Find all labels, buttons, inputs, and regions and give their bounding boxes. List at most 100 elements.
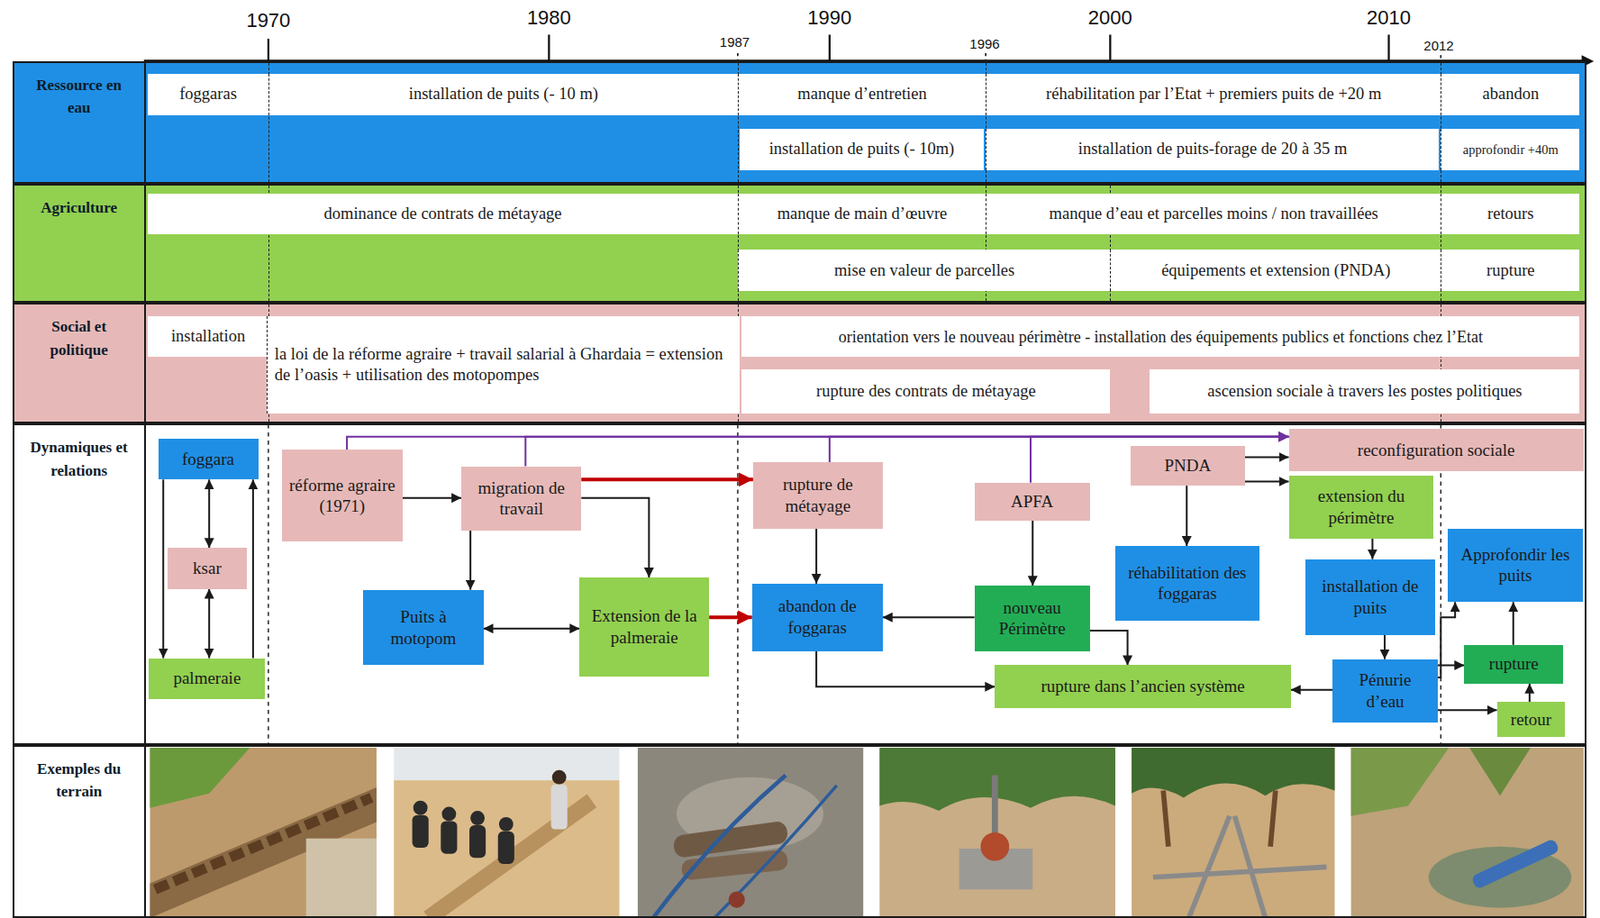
- field-photo: [393, 747, 619, 781]
- field-photo: [1270, 790, 1276, 846]
- connector-arrow: [1383, 635, 1386, 660]
- node-label: mise en valeur de parcelles: [834, 260, 1015, 282]
- node-label: nouveau Périmètre: [981, 597, 1083, 641]
- field-photo: [728, 891, 746, 909]
- node-label: installation: [171, 326, 246, 347]
- field-photo: [441, 807, 456, 822]
- row-header-cell: Agriculture: [14, 185, 146, 302]
- relation-box: Approfondir les puits: [1447, 528, 1583, 603]
- relation-box: retour: [1497, 701, 1566, 737]
- period-divider: [1440, 424, 1442, 746]
- connector-arrow: [581, 477, 754, 482]
- node-label: ksar: [192, 557, 222, 580]
- relation-box: palmeraie: [148, 658, 265, 700]
- node-label: manque d’eau et parcelles moins / non tr…: [1049, 203, 1379, 225]
- connector-arrow: [1512, 601, 1515, 646]
- node-label: reconfiguration sociale: [1357, 439, 1516, 462]
- time-axis: [267, 38, 270, 62]
- node-label: rupture de métayage: [760, 473, 876, 518]
- relation-box: abandon de foggaras: [752, 583, 883, 652]
- connector-arrow: [882, 616, 975, 619]
- relation-box: migration de travail: [461, 466, 582, 531]
- connector-arrow: [709, 615, 753, 619]
- node-label: retour: [1510, 709, 1552, 731]
- relation-box: ksar: [167, 547, 247, 589]
- field-photo: [393, 780, 619, 918]
- timeline-cell: manque d’entretien: [737, 73, 986, 116]
- node-label: la loi de la réforme agraire + travail s…: [274, 344, 733, 386]
- field-photo: [306, 838, 377, 918]
- time-axis: [828, 34, 831, 61]
- field-photo: [498, 831, 515, 864]
- timeline-cell: dominance de contrats de métayage: [147, 193, 738, 235]
- connector-arrow: [1528, 683, 1531, 702]
- timeline-cell: ascension sociale à travers les postes p…: [1149, 369, 1580, 414]
- field-photo: [412, 815, 429, 848]
- year-label: 1990: [807, 6, 852, 30]
- relation-box: rupture dans l’ancien système: [994, 664, 1291, 709]
- node-label: Puits à motopom: [370, 606, 476, 650]
- connector-group: [163, 436, 1530, 711]
- node-label: rupture: [1489, 653, 1539, 675]
- field-photo: [879, 747, 1116, 918]
- relation-box: réforme agraire (1971): [281, 449, 403, 542]
- node-label: PNDA: [1164, 454, 1212, 477]
- year-label: 1996: [969, 35, 1000, 51]
- node-label: installation de puits (- 10m): [769, 138, 955, 160]
- timeline-cell: approfondir +40m: [1440, 128, 1580, 171]
- field-photo: [1470, 837, 1560, 890]
- node-label: réhabilitation par l’Etat + premiers pui…: [1045, 83, 1382, 105]
- row-header: Ressource en eau: [27, 73, 132, 120]
- node-label: installation de puits: [1312, 575, 1428, 619]
- node-label: foggaras: [179, 83, 237, 105]
- year-label: 1970: [245, 9, 291, 33]
- node-label: Approfondir les puits: [1454, 544, 1576, 588]
- relation-box: PNDA: [1130, 445, 1246, 486]
- field-photo: [1351, 747, 1584, 918]
- field-photo: [470, 810, 485, 826]
- node-label: installation de puits (- 10 m): [409, 83, 599, 105]
- connector-arrow: [1245, 481, 1290, 483]
- node-label: dominance de contrats de métayage: [324, 203, 563, 225]
- field-photo: [551, 784, 568, 830]
- relation-box: reconfiguration sociale: [1289, 428, 1584, 473]
- field-photo: [879, 747, 1116, 918]
- connector-arrow: [1437, 709, 1498, 711]
- timeline-cell: manque d’eau et parcelles moins / non tr…: [985, 193, 1441, 235]
- node-label: abandon: [1481, 83, 1539, 105]
- node-label: réhabilitation des foggaras: [1122, 562, 1253, 606]
- field-photo: [1163, 790, 1169, 846]
- node-label: manque d’entretien: [797, 83, 927, 105]
- connector-arrow: [816, 651, 995, 688]
- field-photo: [150, 787, 377, 918]
- timeline-cell: retours: [1440, 193, 1580, 235]
- node-label: manque de main d’œuvre: [777, 203, 948, 225]
- field-photo: [1351, 747, 1450, 817]
- field-photo: [1153, 816, 1328, 918]
- field-photo: [393, 747, 619, 918]
- node-label: rupture des contrats de métayage: [816, 381, 1036, 402]
- timeline-cell: manque de main d’œuvre: [737, 193, 986, 235]
- time-axis: [1387, 34, 1390, 61]
- relation-box: Extension de la palmeraie: [579, 577, 710, 677]
- table-row-band: Dynamiques et relations foggara ksar palmer…: [12, 423, 1588, 746]
- table-row-band: Agriculture dominance de contrats de méta…: [12, 183, 1588, 304]
- relation-box: foggara: [158, 438, 259, 480]
- field-photo: [714, 785, 837, 918]
- row-header-cell: Dynamiques et relations: [14, 425, 146, 744]
- relation-box: installation de puits: [1305, 559, 1436, 636]
- connector-arrow: [815, 528, 818, 584]
- period-divider: [268, 424, 1441, 746]
- timeline-cell: installation de puits-forage de 20 à 35 …: [985, 128, 1439, 171]
- node-label: Pénurie d’eau: [1339, 669, 1430, 713]
- row-header-cell: Ressource en eau: [14, 63, 146, 182]
- table-row-band: Social et politiqueinstallationla loi de…: [12, 302, 1588, 424]
- timeline-cell: rupture: [1440, 249, 1580, 291]
- connector-arrow: [208, 479, 210, 548]
- field-photo: [637, 747, 864, 918]
- row-header: Agriculture: [27, 196, 132, 220]
- node-label: ascension sociale à travers les postes p…: [1207, 381, 1522, 402]
- node-label: retours: [1487, 203, 1534, 225]
- node-label: rupture: [1486, 260, 1535, 282]
